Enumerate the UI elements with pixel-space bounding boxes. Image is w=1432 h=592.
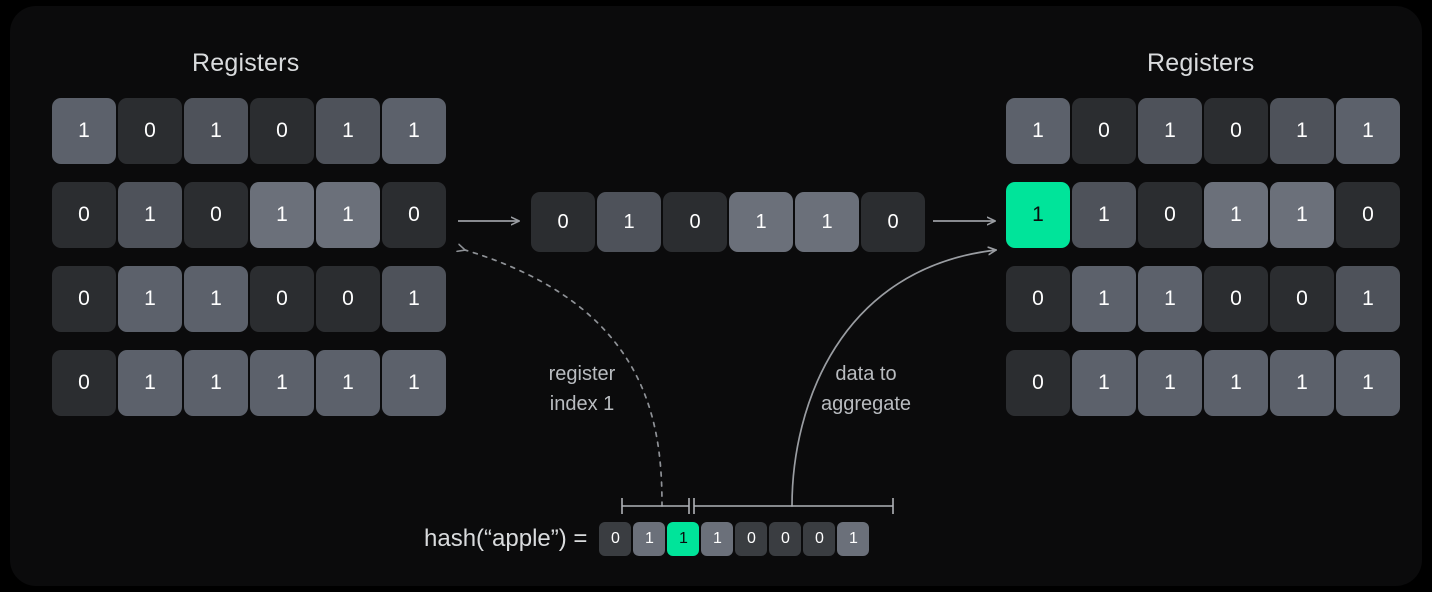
data-bits-bracket: [693, 498, 894, 514]
register-cell-1-5: 0: [1336, 182, 1400, 248]
register-cell-1-5: 0: [382, 182, 446, 248]
middle-register-cell-3: 1: [729, 192, 793, 252]
register-cell-3-0: 0: [52, 350, 116, 416]
register-cell-2-1: 1: [118, 266, 182, 332]
register-cell-0-0: 1: [1006, 98, 1070, 164]
index-bits-bracket: [621, 498, 690, 514]
register-cell-1-1: 1: [1072, 182, 1136, 248]
register-cell-0-0: 1: [52, 98, 116, 164]
hash-label: hash(“apple”) =: [424, 525, 588, 552]
register-cell-0-1: 0: [118, 98, 182, 164]
register-cell-2-1: 1: [1072, 266, 1136, 332]
middle-register-cell-5: 0: [861, 192, 925, 252]
register-cell-0-2: 1: [184, 98, 248, 164]
register-cell-3-1: 1: [118, 350, 182, 416]
register-cell-2-4: 0: [1270, 266, 1334, 332]
hash-bit-3: 1: [701, 522, 734, 556]
register-cell-3-1: 1: [1072, 350, 1136, 416]
hash-bit-1: 1: [633, 522, 666, 556]
register-cell-0-3: 0: [250, 98, 314, 164]
middle-register-cell-4: 1: [795, 192, 859, 252]
left-registers-title: Registers: [192, 49, 300, 77]
register-cell-0-3: 0: [1204, 98, 1268, 164]
register-cell-3-0: 0: [1006, 350, 1070, 416]
register-cell-3-3: 1: [250, 350, 314, 416]
middle-register-cell-0: 0: [531, 192, 595, 252]
register-cell-1-2: 0: [184, 182, 248, 248]
middle-register-cell-1: 1: [597, 192, 661, 252]
right-registers-title: Registers: [1147, 49, 1255, 77]
register-cell-1-4: 1: [1270, 182, 1334, 248]
register-cell-2-0: 0: [52, 266, 116, 332]
register-cell-0-4: 1: [1270, 98, 1334, 164]
hash-bit-2: 1: [667, 522, 700, 556]
register-cell-2-5: 1: [1336, 266, 1400, 332]
register-cell-2-5: 1: [382, 266, 446, 332]
hash-bit-4: 0: [735, 522, 768, 556]
register-cell-2-3: 0: [1204, 266, 1268, 332]
register-cell-0-5: 1: [1336, 98, 1400, 164]
register-cell-2-3: 0: [250, 266, 314, 332]
register-cell-0-2: 1: [1138, 98, 1202, 164]
hash-bit-6: 0: [803, 522, 836, 556]
register-cell-3-4: 1: [316, 350, 380, 416]
register-cell-1-2: 0: [1138, 182, 1202, 248]
register-index-label: register index 1: [548, 363, 616, 415]
register-cell-1-3: 1: [250, 182, 314, 248]
register-cell-1-3: 1: [1204, 182, 1268, 248]
register-cell-0-1: 0: [1072, 98, 1136, 164]
register-cell-3-2: 1: [184, 350, 248, 416]
register-cell-3-2: 1: [1138, 350, 1202, 416]
register-cell-1-1: 1: [118, 182, 182, 248]
register-cell-1-4: 1: [316, 182, 380, 248]
register-cell-0-4: 1: [316, 98, 380, 164]
register-cell-3-5: 1: [1336, 350, 1400, 416]
data-to-aggregate-label: data to aggregate: [820, 363, 912, 415]
register-cell-2-0: 0: [1006, 266, 1070, 332]
register-cell-3-4: 1: [1270, 350, 1334, 416]
register-cell-3-3: 1: [1204, 350, 1268, 416]
register-cell-2-2: 1: [184, 266, 248, 332]
hash-bit-5: 0: [769, 522, 802, 556]
hash-bit-7: 1: [837, 522, 870, 556]
register-cell-0-5: 1: [382, 98, 446, 164]
middle-register-cell-2: 0: [663, 192, 727, 252]
register-cell-1-0: 1: [1006, 182, 1070, 248]
register-cell-1-0: 0: [52, 182, 116, 248]
hash-bit-0: 0: [599, 522, 632, 556]
register-cell-2-4: 0: [316, 266, 380, 332]
register-cell-3-5: 1: [382, 350, 446, 416]
register-cell-2-2: 1: [1138, 266, 1202, 332]
